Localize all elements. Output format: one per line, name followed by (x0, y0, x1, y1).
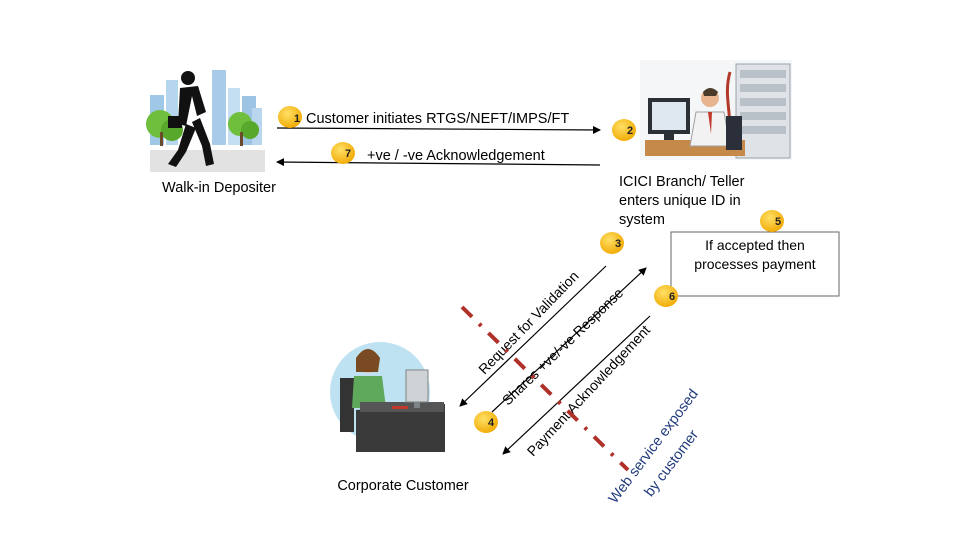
step-4-label: Shares +ve/-ve Response (499, 284, 626, 408)
step-2-number: 2 (627, 125, 633, 137)
step-5-number: 5 (775, 216, 781, 228)
teller-label-line1: ICICI Branch/ Teller (619, 174, 745, 190)
arrow-step-4 (491, 267, 647, 413)
arrow-step-6 (502, 315, 651, 455)
depositer-label: Walk-in Depositer (162, 180, 276, 196)
web-service-boundary-line (460, 305, 630, 472)
step-7-number: 7 (345, 148, 351, 160)
process-box-line1: If accepted then (705, 237, 805, 253)
teller-label-line2: enters unique ID in (619, 193, 741, 209)
arrow-step-3 (459, 265, 607, 407)
depositer-illustration (146, 70, 265, 172)
step-6-badge: 6 (654, 285, 678, 307)
step-1-label: Customer initiates RTGS/NEFT/IMPS/FT (306, 111, 569, 127)
corporate-label: Corporate Customer (337, 478, 469, 494)
step-1-number: 1 (294, 113, 300, 125)
step-3-number: 3 (615, 238, 621, 250)
arrow-step-1 (276, 125, 601, 134)
step-6-number: 6 (669, 291, 675, 303)
corporate-illustration (330, 342, 445, 452)
process-box-line2: processes payment (694, 256, 816, 272)
step-3-badge: 3 (600, 232, 624, 254)
step-3-label: Request for Validation (475, 268, 581, 377)
step-7-badge: 7 (331, 142, 355, 164)
teller-label-line3: system (619, 212, 665, 228)
step-5-badge: 5 (760, 210, 784, 232)
step-1-badge: 1 (278, 106, 302, 128)
step-4-number: 4 (488, 417, 495, 429)
teller-illustration (640, 60, 792, 160)
process-box: If accepted then processes payment (670, 231, 840, 297)
step-2-badge: 2 (612, 119, 636, 141)
step-4-badge: 4 (474, 411, 498, 433)
arrow-step-7 (276, 158, 601, 167)
step-7-label: +ve / -ve Acknowledgement (367, 148, 545, 164)
step-6-label: Payment Acknowledgement (524, 322, 654, 459)
